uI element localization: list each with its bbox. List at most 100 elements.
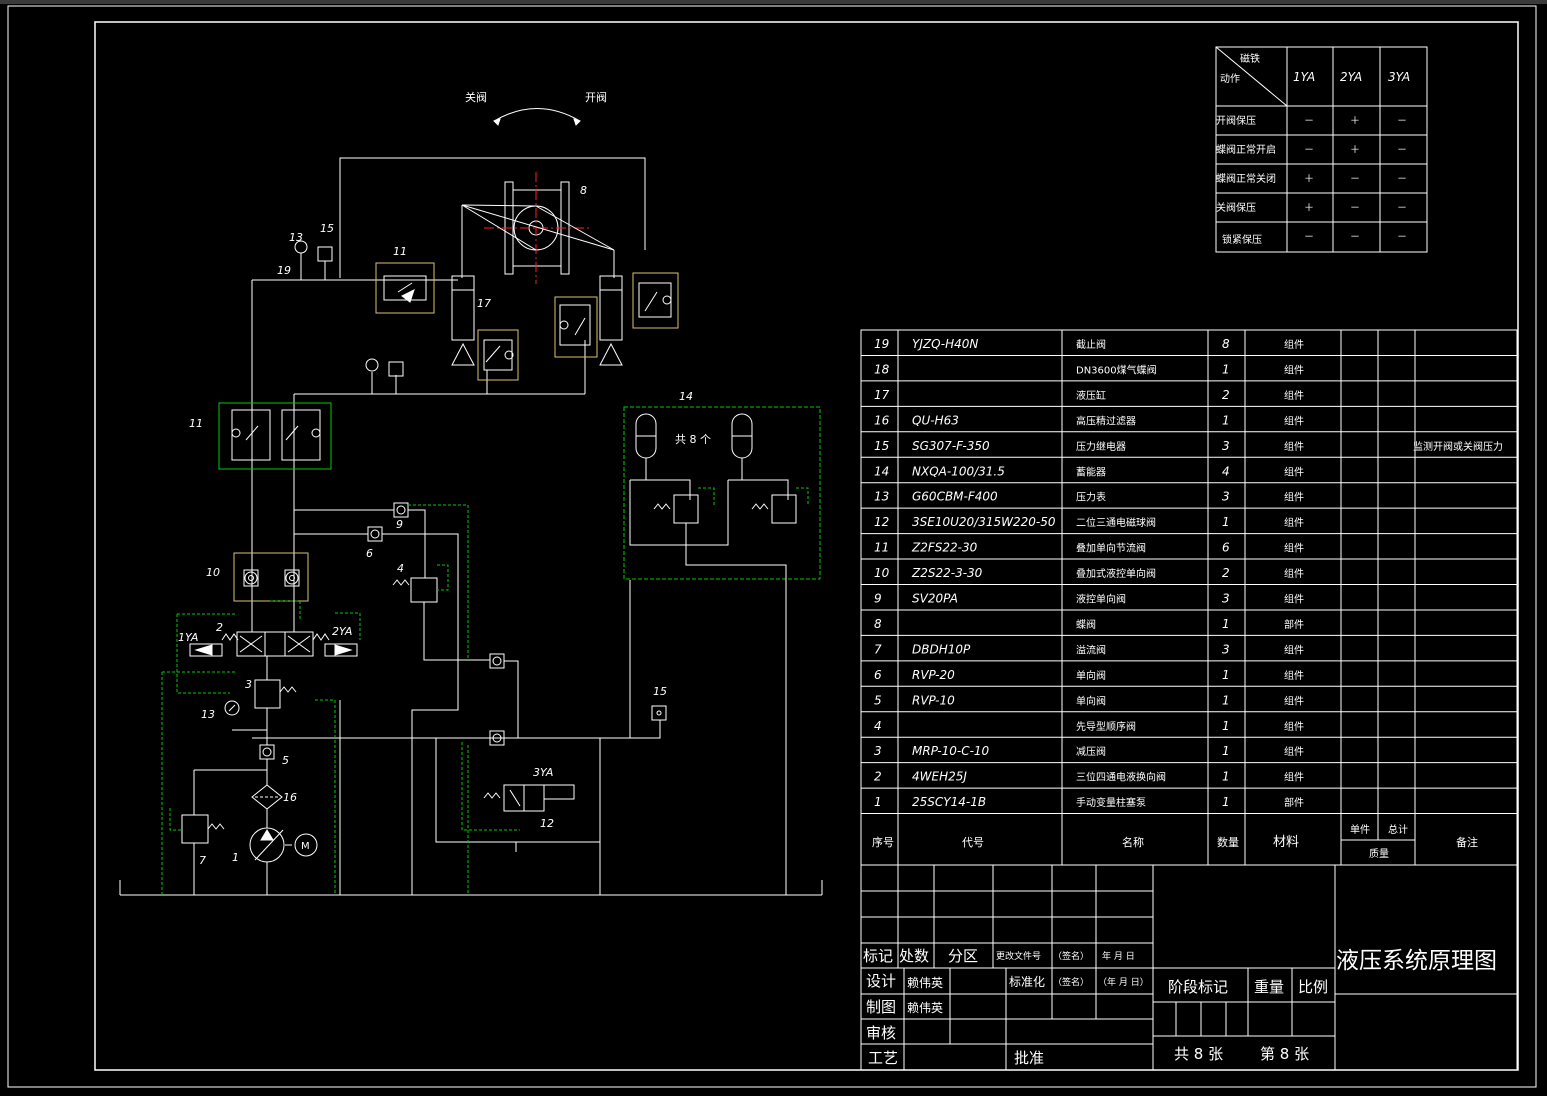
bom-cell-no: 6 bbox=[874, 668, 882, 682]
bom-cell-name: 压力表 bbox=[1076, 491, 1106, 504]
tb-scale: 比例 bbox=[1298, 978, 1328, 996]
bom-cell-qty: 1 bbox=[1222, 770, 1230, 784]
tb-review: 审核 bbox=[866, 1024, 896, 1042]
bom-cell-name: 单向阀 bbox=[1076, 669, 1106, 682]
bom-cell-code: Z2S22-3-30 bbox=[911, 566, 983, 580]
schematic-labels: 关阀 开阀 8 13 15 11 19 17 11 14 共 8 个 9 6 4… bbox=[178, 90, 711, 867]
bom-cell-material: 组件 bbox=[1284, 491, 1304, 504]
tb-date: 年 月 日 bbox=[1102, 950, 1135, 962]
tb-process: 工艺 bbox=[868, 1049, 898, 1067]
callout-3: 3 bbox=[245, 678, 252, 691]
cell-r1-c1: － bbox=[1304, 116, 1314, 127]
bom-cell-material: 组件 bbox=[1284, 338, 1304, 351]
motor-label: M bbox=[301, 841, 310, 852]
bom-cell-qty: 8 bbox=[1222, 337, 1230, 351]
callout-2: 2 bbox=[216, 621, 223, 634]
title-block-grid bbox=[860, 864, 1518, 1071]
bom-cell-code: QU-H63 bbox=[912, 413, 959, 427]
bom-cell-no: 14 bbox=[874, 464, 889, 478]
bom-cell-material: 组件 bbox=[1284, 771, 1304, 784]
bom-cell-no: 1 bbox=[874, 795, 882, 809]
open-valve-label: 开阀 bbox=[585, 90, 607, 104]
tb-date2: （年 月 日） bbox=[1098, 976, 1149, 988]
drawing-border bbox=[94, 21, 1519, 1071]
solenoid-table-text: 磁铁 动作 1YA 2YA 3YA 开阀保压 蝶阀正常开启 蝶阀正常关闭 关阀保… bbox=[1216, 52, 1410, 246]
bom-header-mass: 质量 bbox=[1369, 848, 1389, 860]
tb-mark: 标记 bbox=[863, 947, 893, 965]
bom-cell-qty: 2 bbox=[1222, 388, 1230, 402]
bom-cell-qty: 3 bbox=[1222, 490, 1230, 504]
check-valve-6 bbox=[367, 526, 383, 542]
bom-cell-material: 组件 bbox=[1284, 516, 1304, 529]
bom-cell-name: DN3600煤气蝶阀 bbox=[1076, 363, 1157, 376]
label-2YA: 2YA bbox=[332, 625, 352, 638]
hydraulic-schematic bbox=[119, 108, 823, 896]
check-valve-9 bbox=[393, 502, 409, 518]
callout-9: 9 bbox=[396, 518, 403, 531]
pilot-lines bbox=[161, 487, 809, 895]
bom-header-unit: 单件 bbox=[1350, 824, 1370, 836]
bom-cell-qty: 6 bbox=[1222, 541, 1230, 555]
callout-15-top: 15 bbox=[320, 222, 334, 235]
action-row-5: 锁紧保压 bbox=[1222, 233, 1262, 246]
bom-cell-code: DBDH10P bbox=[912, 642, 971, 656]
bom-cell-code: SV20PA bbox=[912, 592, 958, 606]
bom-cell-material: 组件 bbox=[1284, 643, 1304, 656]
bom-cell-qty: 1 bbox=[1222, 515, 1230, 529]
cell-r3-c3: － bbox=[1397, 174, 1407, 185]
bom-cell-qty: 3 bbox=[1222, 592, 1230, 606]
pressure-switch-15-bottom bbox=[651, 705, 667, 721]
tb-sign2: （签名） bbox=[1053, 976, 1089, 988]
callout-15-bottom: 15 bbox=[653, 685, 667, 698]
drawing-title: 液压系统原理图 bbox=[1336, 948, 1497, 974]
throttle-valve-11-top bbox=[375, 262, 435, 314]
bom-cell-no: 9 bbox=[874, 592, 882, 606]
bom-cell-code: SG307-F-350 bbox=[912, 439, 990, 453]
bom-cell-material: 组件 bbox=[1284, 465, 1304, 478]
cell-r4-c3: － bbox=[1397, 203, 1407, 214]
reducing-valve-3 bbox=[224, 679, 297, 745]
relief-valve-7 bbox=[181, 769, 267, 895]
bom-cell-name: 减压阀 bbox=[1076, 745, 1106, 758]
bom-cell-code: 3SE10U20/315W220-50 bbox=[912, 515, 1056, 529]
callout-8: 8 bbox=[580, 184, 587, 197]
action-row-2: 蝶阀正常开启 bbox=[1216, 143, 1276, 156]
tb-count: 处数 bbox=[899, 947, 929, 965]
bom-cell-no: 7 bbox=[874, 642, 882, 656]
bom-cell-material: 组件 bbox=[1284, 745, 1304, 758]
col-2YA: 2YA bbox=[1340, 70, 1362, 84]
bom-cell-qty: 3 bbox=[1222, 642, 1230, 656]
callout-4: 4 bbox=[397, 562, 404, 575]
bom-cell-code: RVP-10 bbox=[912, 693, 955, 707]
bom-cell-no: 18 bbox=[874, 362, 890, 376]
bom-cell-name: 液压缸 bbox=[1076, 389, 1106, 402]
bom-cell-code: 4WEH25J bbox=[912, 770, 967, 784]
label-3YA: 3YA bbox=[533, 766, 553, 779]
bom-cell-no: 2 bbox=[874, 770, 882, 784]
bom-cell-no: 17 bbox=[874, 388, 890, 402]
callout-17: 17 bbox=[477, 297, 491, 310]
close-valve-label: 关阀 bbox=[465, 90, 487, 104]
callout-16: 16 bbox=[283, 791, 297, 804]
solenoid-action-table bbox=[1215, 46, 1428, 253]
bom-cell-name: 三位四通电液换向阀 bbox=[1076, 771, 1166, 784]
tb-sheet-no: 第 8 张 bbox=[1260, 1045, 1309, 1063]
cell-r2-c3: － bbox=[1397, 145, 1407, 156]
bom-cell-name: 单向阀 bbox=[1076, 694, 1106, 707]
bom-table-grid bbox=[860, 329, 1518, 866]
pressure-switch-15-top bbox=[317, 246, 333, 262]
bom-cell-material: 组件 bbox=[1284, 389, 1304, 402]
ball-valve-12 bbox=[435, 737, 601, 843]
cell-r1-c3: － bbox=[1397, 116, 1407, 127]
tb-zone: 分区 bbox=[948, 947, 978, 965]
col-1YA: 1YA bbox=[1293, 70, 1315, 84]
bom-cell-qty: 1 bbox=[1222, 668, 1230, 682]
butterfly-valve-8 bbox=[461, 172, 615, 284]
bom-header-material: 材料 bbox=[1273, 835, 1299, 850]
bom-header-name: 名称 bbox=[1122, 835, 1144, 849]
bom-cell-code: YJZQ-H40N bbox=[912, 337, 978, 351]
callout-5: 5 bbox=[282, 754, 289, 767]
tb-approve: 批准 bbox=[1014, 1049, 1044, 1067]
